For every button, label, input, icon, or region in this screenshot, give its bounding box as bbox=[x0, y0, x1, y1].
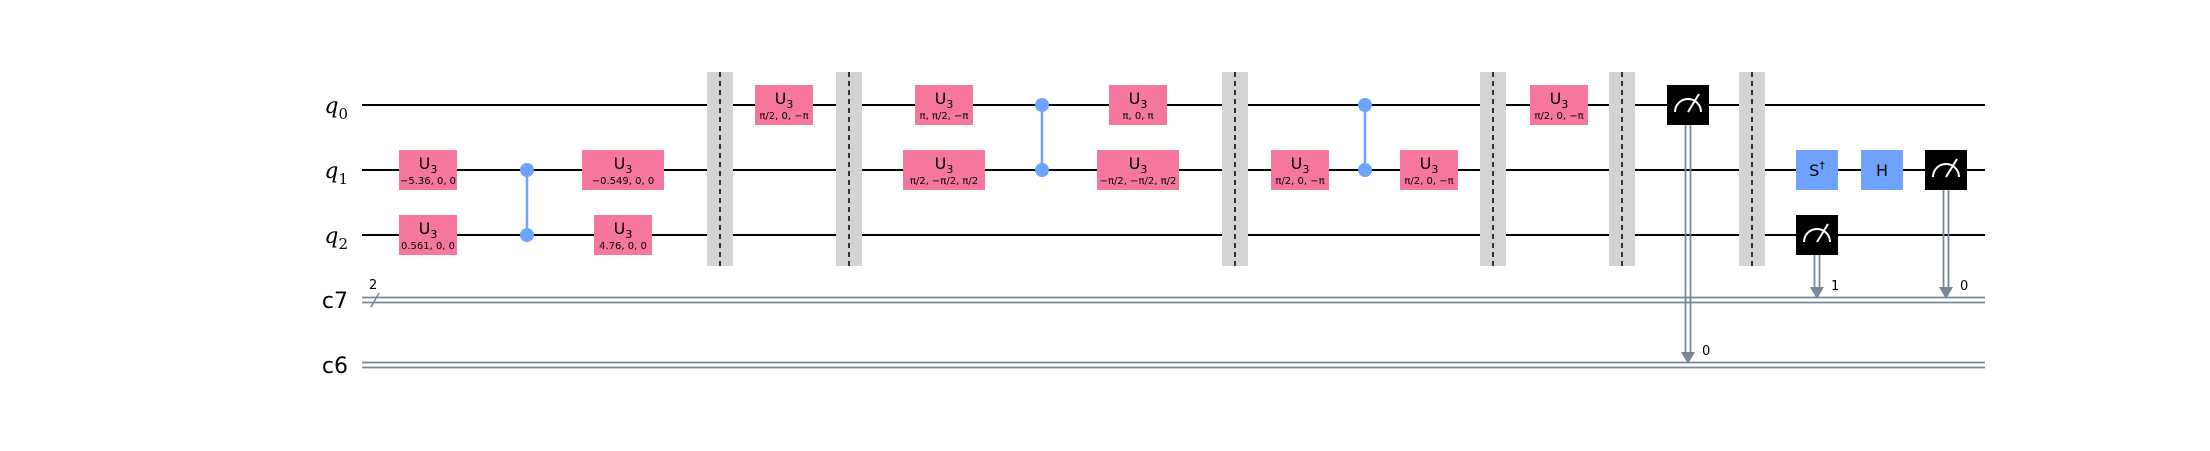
meter-icon bbox=[1803, 228, 1831, 243]
gate-box bbox=[1861, 150, 1903, 190]
gate-box bbox=[399, 150, 457, 190]
gate-box bbox=[1400, 150, 1458, 190]
cz-gate bbox=[1035, 98, 1049, 177]
meter-needle-icon bbox=[1816, 223, 1829, 243]
gate-params: 4.76, 0, 0 bbox=[599, 241, 647, 252]
gate-box bbox=[582, 150, 664, 190]
h-gate: H bbox=[1861, 150, 1903, 190]
barrier-shade bbox=[707, 72, 733, 266]
u3-gate: U3π, 0, π bbox=[1109, 85, 1167, 125]
barrier-shade bbox=[1609, 72, 1635, 266]
gate-box bbox=[1097, 150, 1179, 190]
qubit-label-0: q0 bbox=[324, 94, 348, 123]
u3-gate: U3π/2, 0, −π bbox=[1271, 150, 1329, 190]
barrier bbox=[1222, 72, 1248, 266]
u3-gate: U3π/2, −π/2, π/2 bbox=[903, 150, 985, 190]
meter-needle-icon bbox=[1945, 158, 1958, 178]
gate-box bbox=[903, 150, 985, 190]
qubit-label-1: q1 bbox=[324, 159, 348, 188]
u3-gate: U34.76, 0, 0 bbox=[594, 215, 652, 255]
measure-gate: 1 bbox=[1796, 215, 1839, 299]
wire-labels: q0 q1 q2 c7 c6 bbox=[322, 94, 348, 379]
measure-bit-index: 0 bbox=[1702, 344, 1710, 359]
measure-box bbox=[1796, 215, 1838, 255]
register-size-label: 2 bbox=[369, 278, 377, 293]
measure-arrow bbox=[1939, 287, 1953, 299]
control-dot bbox=[1358, 163, 1372, 177]
control-dot bbox=[1035, 163, 1049, 177]
gate-params: −π/2, −π/2, π/2 bbox=[1100, 176, 1177, 187]
u3-gate: U3π/2, 0, −π bbox=[755, 85, 813, 125]
clbit-label-1: c6 bbox=[322, 354, 348, 379]
gate-box bbox=[1796, 150, 1838, 190]
u3-gate: U3−0.549, 0, 0 bbox=[582, 150, 664, 190]
gate-box bbox=[1109, 85, 1167, 125]
gate-box bbox=[755, 85, 813, 125]
meter-icon bbox=[1932, 163, 1960, 178]
measure-gate: 0 bbox=[1667, 85, 1710, 364]
barrier-shade bbox=[1222, 72, 1248, 266]
control-dot bbox=[1035, 98, 1049, 112]
barriers bbox=[707, 72, 1765, 266]
u3-gate: U3π/2, 0, −π bbox=[1530, 85, 1588, 125]
measure-box bbox=[1667, 85, 1709, 125]
qubit-label-2: q2 bbox=[324, 224, 348, 253]
measure-arrow bbox=[1810, 287, 1824, 299]
cz-gate bbox=[520, 163, 534, 242]
control-dot bbox=[1358, 98, 1372, 112]
cz-gate bbox=[1358, 98, 1372, 177]
barrier bbox=[836, 72, 862, 266]
gate-params: π/2, 0, −π bbox=[759, 111, 808, 122]
gate-box bbox=[594, 215, 652, 255]
gate-box bbox=[399, 215, 457, 255]
barrier bbox=[1739, 72, 1765, 266]
u3-gate: U30.561, 0, 0 bbox=[399, 215, 457, 255]
gate-params: 0.561, 0, 0 bbox=[401, 241, 455, 252]
measure-box bbox=[1925, 150, 1967, 190]
measure-arrow bbox=[1681, 352, 1695, 364]
gate-params: π, 0, π bbox=[1122, 111, 1153, 122]
measure-bit-index: 1 bbox=[1831, 279, 1839, 294]
u3-gate: U3π/2, 0, −π bbox=[1400, 150, 1458, 190]
sdg-gate: S† bbox=[1796, 150, 1838, 190]
gate-name: H bbox=[1876, 161, 1888, 180]
gate-params: π/2, 0, −π bbox=[1534, 111, 1583, 122]
gate-box bbox=[915, 85, 973, 125]
gate-params: −0.549, 0, 0 bbox=[592, 176, 654, 187]
controlled-gates bbox=[520, 98, 1372, 242]
control-dot bbox=[520, 163, 534, 177]
register-bundle-slash bbox=[370, 292, 380, 308]
gate-box bbox=[1530, 85, 1588, 125]
barrier-shade bbox=[836, 72, 862, 266]
control-dot bbox=[520, 228, 534, 242]
meter-icon bbox=[1674, 98, 1702, 113]
gate-params: −5.36, 0, 0 bbox=[400, 176, 456, 187]
meter-needle-icon bbox=[1687, 93, 1700, 113]
gate-params: π, π/2, −π bbox=[920, 111, 969, 122]
gates: U3−5.36, 0, 0 U30.561, 0, 0 U3−0.549, 0, 0… bbox=[399, 85, 1903, 255]
barrier-shade bbox=[1739, 72, 1765, 266]
barrier bbox=[1609, 72, 1635, 266]
measurements: 0 1 0 bbox=[1667, 85, 1968, 364]
barrier bbox=[1480, 72, 1506, 266]
measure-bit-index: 0 bbox=[1960, 279, 1968, 294]
u3-gate: U3−π/2, −π/2, π/2 bbox=[1097, 150, 1179, 190]
gate-box bbox=[1271, 150, 1329, 190]
u3-gate: U3−5.36, 0, 0 bbox=[399, 150, 457, 190]
u3-gate: U3π, π/2, −π bbox=[915, 85, 973, 125]
clbit-label-0: c7 bbox=[322, 289, 348, 314]
gate-params: π/2, 0, −π bbox=[1404, 176, 1453, 187]
barrier-shade bbox=[1480, 72, 1506, 266]
gate-params: π/2, −π/2, π/2 bbox=[910, 176, 978, 187]
gate-params: π/2, 0, −π bbox=[1275, 176, 1324, 187]
barrier bbox=[707, 72, 733, 266]
measure-gate: 0 bbox=[1925, 150, 1968, 299]
